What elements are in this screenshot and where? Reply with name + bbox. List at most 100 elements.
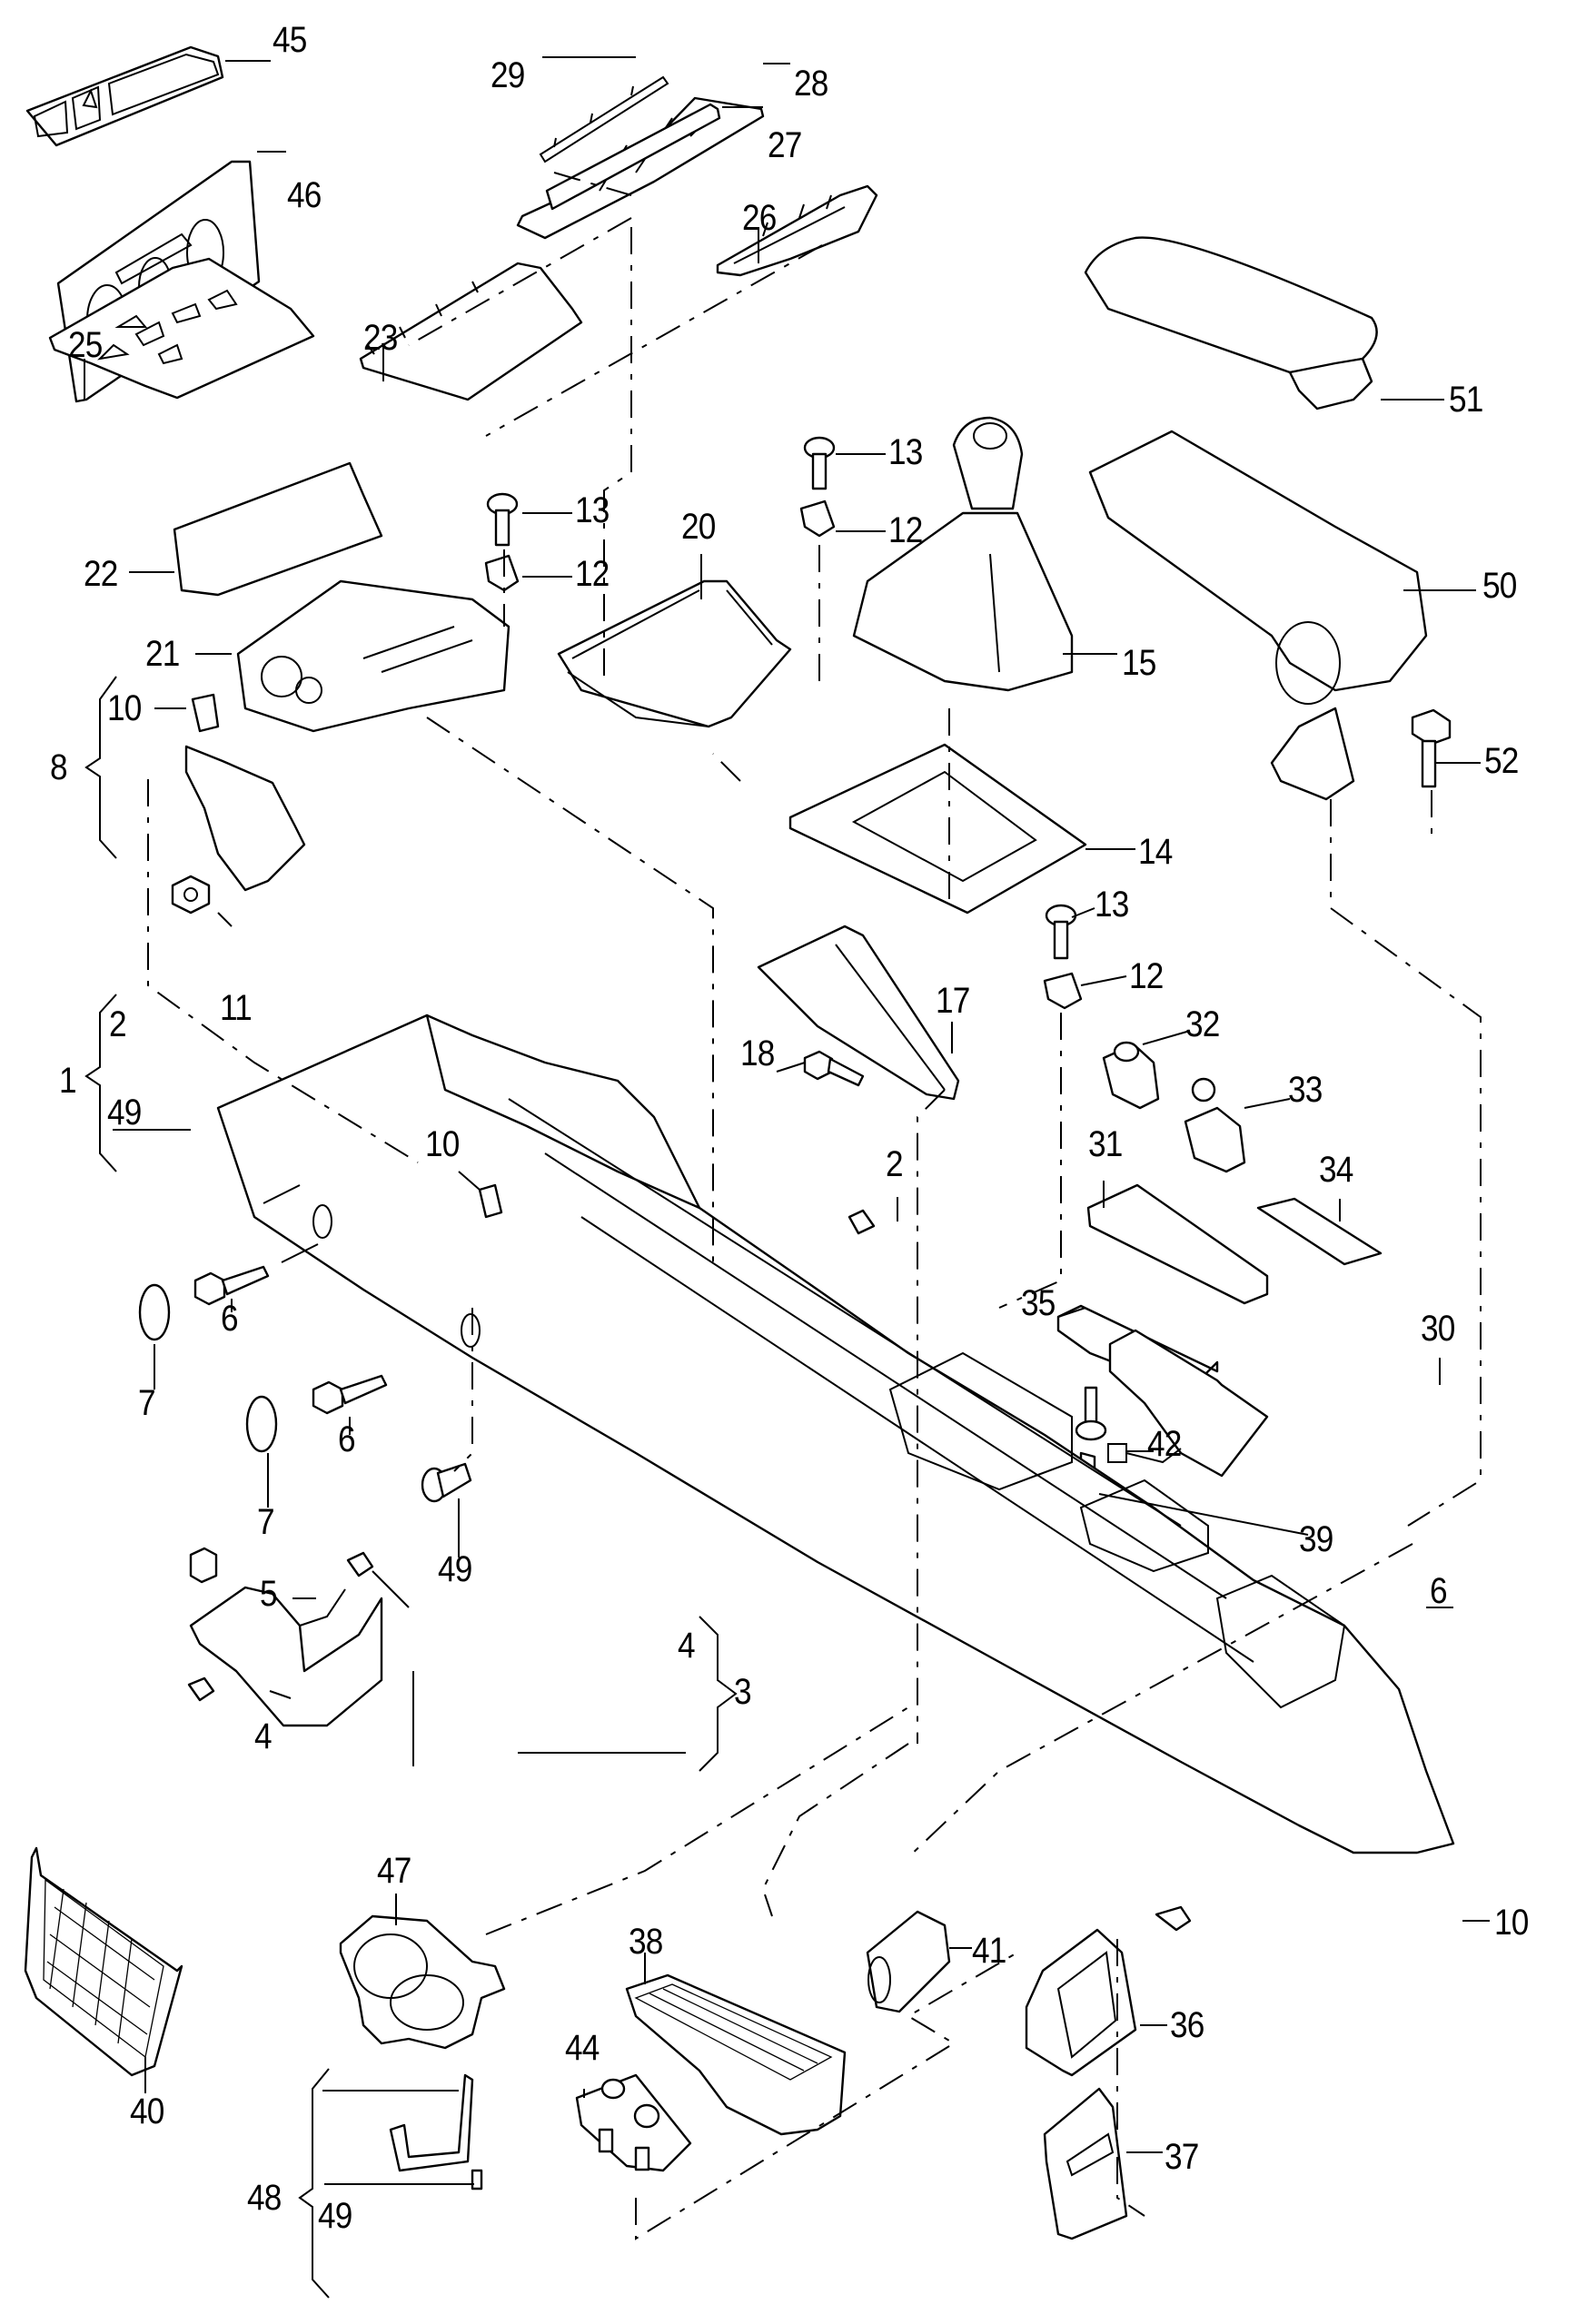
part-storage-tray-frame — [516, 96, 765, 240]
part-cap — [245, 1395, 278, 1453]
part-socket — [1102, 1041, 1160, 1110]
part-clip — [187, 1676, 215, 1702]
part-rear-switch-panel — [575, 2073, 692, 2172]
callout-15: 15 — [1122, 643, 1156, 683]
part-screw — [486, 492, 519, 547]
assembly-line — [485, 1706, 909, 1935]
part-center-console — [216, 1014, 1455, 1854]
callout-14: 14 — [1138, 832, 1173, 872]
part-clip — [346, 1551, 374, 1577]
part-cover-strip — [716, 184, 878, 277]
callout-23: 23 — [363, 318, 398, 358]
callout-12: 12 — [575, 554, 610, 594]
callout-4: 4 — [678, 1626, 696, 1666]
callout-25: 25 — [68, 325, 103, 365]
part-expanding-rivet — [421, 1462, 472, 1503]
part-cup-holder — [339, 1914, 506, 2050]
part-rear-storage-insert — [1025, 1928, 1137, 2077]
part-socket-with-cap — [1184, 1077, 1246, 1173]
callout-10: 10 — [107, 688, 142, 728]
assembly-line — [712, 753, 741, 782]
assembly-line — [485, 244, 823, 437]
part-mounting-bracket-plate — [48, 257, 315, 400]
callout-6: 6 — [338, 1419, 356, 1459]
part-clip — [191, 693, 220, 733]
callout-36: 36 — [1170, 2005, 1204, 2045]
callout-26: 26 — [742, 198, 777, 238]
part-insert-mat — [1256, 1197, 1383, 1266]
part-socket-holder — [1086, 1183, 1269, 1305]
part-clip-nut — [799, 499, 836, 538]
part-clip-nut — [1043, 972, 1083, 1010]
assembly-line — [553, 172, 632, 196]
callout-20: 20 — [681, 507, 716, 547]
part-rear-trim-panel — [625, 1973, 847, 2136]
assembly-line — [408, 217, 632, 346]
leader-lines — [84, 56, 1490, 2185]
callout-48: 48 — [247, 2178, 282, 2218]
brace-1 — [84, 994, 117, 1172]
assembly-line — [1330, 799, 1482, 1527]
callout-7: 7 — [138, 1383, 156, 1423]
callout-2: 2 — [109, 1004, 127, 1044]
part-screw — [803, 436, 836, 490]
callout-13: 13 — [1095, 885, 1129, 925]
part-nut — [189, 1547, 218, 1584]
part-roller-cover — [866, 1910, 951, 2013]
part-tray-lid — [359, 262, 583, 401]
callout-6: 6 — [1430, 1571, 1448, 1611]
part-bracket-assembly — [189, 1586, 383, 1727]
callout-45: 45 — [273, 20, 307, 60]
callout-13: 13 — [888, 432, 923, 472]
assembly-line — [998, 1013, 1062, 1309]
part-trim-strip — [539, 75, 669, 163]
part-storage-tray — [557, 579, 792, 728]
assembly-line — [426, 717, 714, 1271]
part-bolt — [1411, 708, 1452, 788]
assembly-line — [761, 1743, 909, 1917]
callout-7: 7 — [257, 1502, 275, 1542]
callout-42: 42 — [1147, 1424, 1182, 1464]
brace-3 — [699, 1616, 738, 1772]
assembly-line — [1116, 1939, 1145, 2217]
callout-21: 21 — [145, 634, 180, 674]
callout-50: 50 — [1482, 566, 1517, 606]
callout-27: 27 — [768, 125, 802, 165]
callout-31: 31 — [1088, 1124, 1123, 1164]
part-clip — [1155, 1905, 1192, 1932]
callout-49: 49 — [438, 1549, 472, 1589]
assembly-line — [635, 1952, 1018, 2240]
part-ashtray-insert — [1107, 1329, 1269, 1478]
callout-3: 3 — [734, 1672, 752, 1712]
callout-46: 46 — [287, 175, 322, 215]
callout-12: 12 — [888, 510, 923, 550]
diagram-subject: center console assembly — [0, 0, 1, 1]
callout-40: 40 — [130, 2092, 164, 2131]
part-shift-trim-frame — [788, 743, 1087, 915]
callout-5: 5 — [260, 1574, 278, 1614]
brace-8 — [84, 676, 117, 859]
callout-32: 32 — [1185, 1004, 1220, 1044]
callout-4: 4 — [254, 1716, 273, 1756]
part-clip-nut — [484, 554, 520, 592]
assembly-line — [917, 1089, 946, 1744]
part-armrest-lid — [1084, 236, 1378, 410]
callout-13: 13 — [575, 490, 610, 530]
callout-6: 6 — [221, 1299, 239, 1339]
part-armrest-base — [1088, 430, 1428, 801]
callout-49: 49 — [318, 2196, 352, 2236]
callout-39: 39 — [1299, 1519, 1333, 1559]
part-insert-mat — [173, 461, 383, 597]
callout-10: 10 — [1494, 1903, 1529, 1943]
part-clip — [848, 1209, 876, 1235]
callout-11: 11 — [220, 988, 253, 1028]
part-bolt — [193, 1265, 270, 1306]
callout-2: 2 — [886, 1144, 904, 1184]
part-switch-panel-bezel — [25, 45, 224, 147]
part-screw — [1045, 904, 1077, 960]
callout-10: 10 — [425, 1124, 460, 1164]
brace-48 — [298, 2068, 330, 2299]
assembly-line — [907, 1543, 1413, 1858]
part-gear-knob-with-boot — [852, 416, 1074, 692]
